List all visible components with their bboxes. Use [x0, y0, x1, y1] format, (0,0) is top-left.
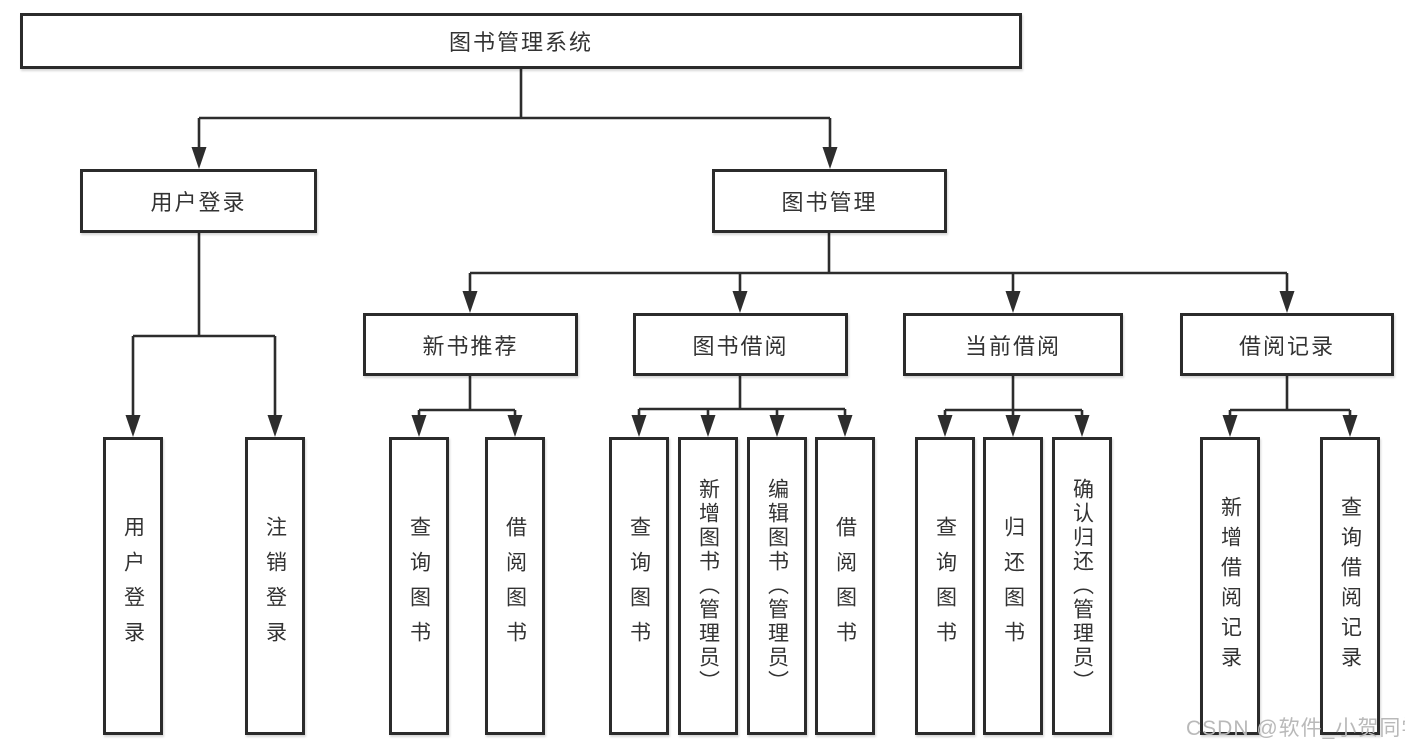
node-label: 用户登录 [121, 516, 145, 656]
node-label: 图书借阅 [692, 333, 789, 359]
node-book-management: 图书管理 [712, 169, 947, 233]
node-book-borrowing: 图书借阅 [633, 313, 848, 376]
node-label: 查询图书 [627, 516, 651, 656]
node-leaf-return-book: 归还图书 [983, 437, 1043, 735]
node-label: 新增图书（管理员） [696, 478, 720, 694]
node-label: 查询图书 [933, 516, 957, 656]
node-leaf-query-borrow-record: 查询借阅记录 [1320, 437, 1380, 735]
node-label: 借阅图书 [503, 516, 527, 656]
node-leaf-query-books-1: 查询图书 [389, 437, 449, 735]
node-label: 注销登录 [263, 516, 287, 656]
node-leaf-query-books-2: 查询图书 [609, 437, 669, 735]
node-leaf-logout: 注销登录 [245, 437, 305, 735]
node-leaf-add-borrow-record: 新增借阅记录 [1200, 437, 1260, 735]
node-leaf-borrow-books-2: 借阅图书 [815, 437, 875, 735]
node-new-book-recommend: 新书推荐 [363, 313, 578, 376]
node-label: 查询图书 [407, 516, 431, 656]
node-label: 借阅图书 [833, 516, 857, 656]
node-leaf-confirm-return-admin: 确认归还（管理员） [1052, 437, 1112, 735]
node-label: 当前借阅 [964, 333, 1061, 359]
node-current-borrowing: 当前借阅 [903, 313, 1123, 376]
csdn-watermark: CSDN @软件_小贺同学 [1186, 717, 1405, 740]
node-leaf-borrow-books-1: 借阅图书 [485, 437, 545, 735]
node-label: 确认归还（管理员） [1070, 478, 1094, 694]
node-leaf-add-book-admin: 新增图书（管理员） [678, 437, 738, 735]
node-label: 归还图书 [1001, 516, 1025, 656]
node-label: 新增借阅记录 [1218, 496, 1242, 676]
node-label: 借阅记录 [1238, 333, 1335, 359]
node-label: 查询借阅记录 [1338, 496, 1362, 676]
node-label: 用户登录 [150, 190, 247, 215]
node-label: 图书管理 [781, 190, 878, 215]
node-label: 图书管理系统 [448, 30, 593, 55]
node-leaf-query-books-3: 查询图书 [915, 437, 975, 735]
node-label: 编辑图书（管理员） [765, 478, 789, 694]
node-leaf-edit-book-admin: 编辑图书（管理员） [747, 437, 807, 735]
node-borrowing-records: 借阅记录 [1180, 313, 1394, 376]
node-leaf-user-login: 用户登录 [103, 437, 163, 735]
node-root-library-system: 图书管理系统 [20, 13, 1022, 69]
node-user-login: 用户登录 [80, 169, 317, 233]
node-label: 新书推荐 [422, 333, 519, 359]
